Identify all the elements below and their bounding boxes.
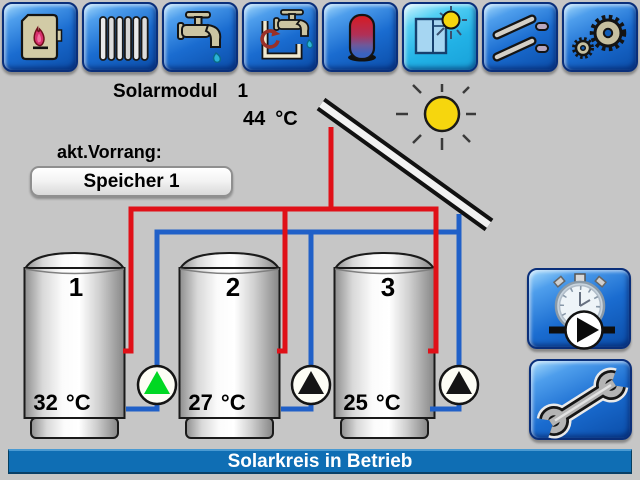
toolbar-button-heating[interactable]	[82, 2, 158, 72]
hot-pipes	[123, 127, 439, 354]
boiler-icon	[20, 13, 63, 61]
priority-label: akt.Vorrang:	[57, 142, 162, 162]
module-title: Solarmodul 1	[113, 81, 248, 103]
settings-gears-icon	[572, 14, 627, 59]
wrench-icon	[536, 367, 629, 439]
tank-1-temp: 32°C	[33, 390, 90, 415]
tank-3-temp: 25°C	[343, 390, 400, 415]
module-label: Solarmodul	[113, 81, 218, 102]
service-button[interactable]	[529, 359, 632, 440]
stopwatch-manual-icon	[549, 273, 615, 350]
status-bar: Solarkreis in Betrieb	[8, 449, 632, 474]
priority-value: Speicher 1	[83, 170, 180, 192]
collector-temp-value: 44	[243, 108, 266, 130]
toolbar-button-boiler[interactable]	[2, 2, 78, 72]
timer-manual-button[interactable]	[527, 268, 631, 350]
pump-3-triangle	[446, 371, 472, 394]
collector-temp-unit: °C	[275, 108, 298, 130]
status-text: Solarkreis in Betrieb	[227, 450, 413, 472]
pump-1-triangle	[144, 371, 170, 394]
storage-tank-3	[333, 251, 436, 439]
collectors-icon	[492, 14, 549, 62]
toolbar-button-buffer[interactable]	[322, 2, 398, 72]
tank-2-temp: 27°C	[188, 390, 245, 415]
pump-2	[290, 364, 332, 406]
tank-3-number: 3	[381, 272, 395, 302]
toolbar-button-settings[interactable]	[562, 2, 638, 72]
pump-3	[438, 364, 480, 406]
toolbar-button-hot-water[interactable]	[162, 2, 238, 72]
tank-1-number: 1	[69, 272, 83, 302]
hot-water-tap-icon	[177, 11, 222, 64]
pump-1	[136, 364, 178, 406]
toolbar-button-collectors[interactable]	[482, 2, 558, 72]
storage-tank-2	[178, 251, 281, 439]
cold-pipes	[126, 214, 462, 412]
buffer-tank-icon	[348, 13, 376, 62]
toolbar-button-circulation[interactable]	[242, 2, 318, 72]
sun-icon	[396, 84, 476, 150]
pump-2-triangle	[298, 371, 324, 394]
priority-value-button[interactable]: Speicher 1	[30, 166, 233, 197]
collector-temperature: 44 °C	[243, 108, 298, 131]
module-number: 1	[237, 81, 249, 102]
tank-2-number: 2	[226, 272, 240, 302]
toolbar-button-solar[interactable]	[402, 2, 478, 72]
solar-collector	[316, 97, 494, 232]
radiator-icon	[99, 16, 149, 61]
solar-icon	[414, 6, 467, 55]
storage-tank-1	[23, 251, 126, 439]
circulation-tap-icon	[260, 9, 314, 60]
